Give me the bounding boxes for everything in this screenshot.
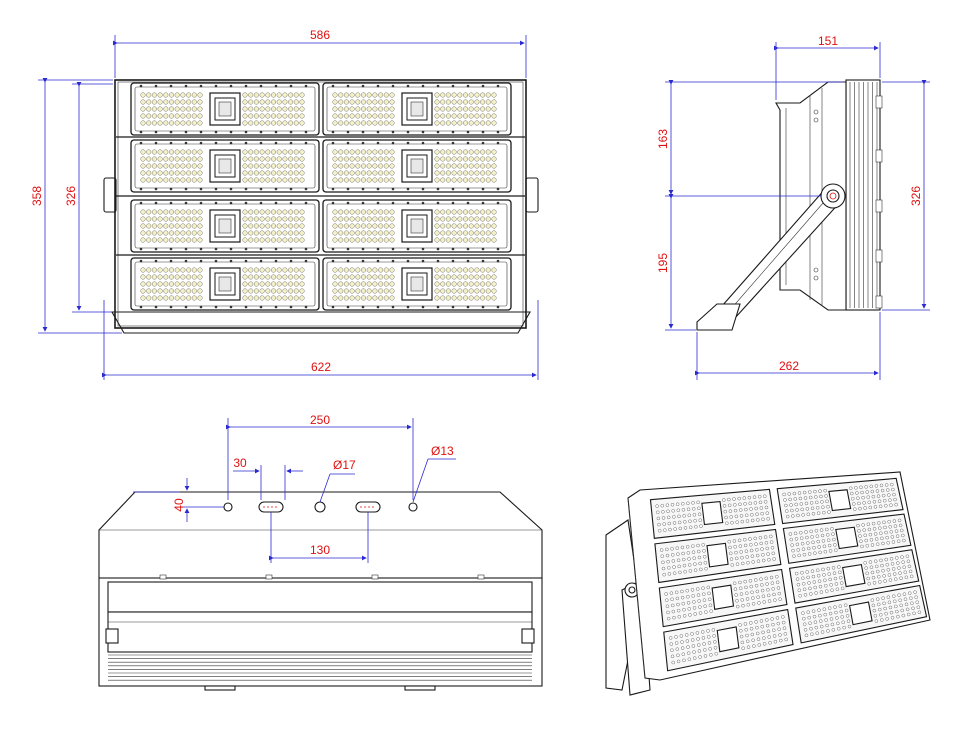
side-bracket-foot (696, 303, 741, 331)
front-led-modules (116, 82, 525, 311)
front-led-module (322, 257, 512, 311)
bottom-right-knob (521, 628, 535, 644)
bottom-view (98, 491, 543, 691)
front-led-module (130, 257, 320, 311)
dim-bottom-slot-spacing: 130 (310, 543, 330, 557)
bottom-dimensions: 250 30 Ø17 Ø13 40 130 (133, 413, 456, 563)
bottom-hole-right (408, 502, 418, 512)
iso-led-module (658, 568, 788, 628)
dim-bottom-slot-width: 30 (233, 456, 247, 470)
front-led-module (322, 82, 512, 136)
front-led-module (130, 139, 320, 193)
iso-led-module (795, 584, 928, 644)
iso-led-module (649, 488, 776, 539)
dim-front-bottom-width: 622 (311, 360, 331, 374)
bottom-mount-plate (98, 491, 543, 579)
iso-led-module (663, 608, 794, 672)
front-view (103, 79, 539, 334)
iso-led-module (654, 528, 782, 584)
dim-bottom-hole-spacing: 250 (310, 413, 330, 427)
dim-bottom-offset: 40 (172, 498, 186, 512)
side-heatsink (845, 79, 881, 311)
side-dimensions: 151 163 195 326 262 (656, 34, 930, 380)
front-led-module (322, 199, 512, 253)
iso-led-module (782, 513, 912, 564)
dim-side-lower-height: 195 (656, 253, 670, 273)
iso-led-module (776, 477, 904, 525)
dim-front-top-width: 586 (310, 28, 330, 42)
side-pivot (820, 183, 846, 209)
front-housing (114, 79, 527, 329)
dim-side-top-width: 151 (818, 34, 838, 48)
front-base (111, 311, 531, 334)
front-led-module (130, 82, 320, 136)
dim-front-outer-height: 358 (30, 186, 44, 206)
bottom-left-knob (105, 628, 119, 644)
front-right-bracket (525, 177, 539, 213)
front-dimensions: 586 622 358 326 (30, 28, 539, 380)
front-left-bracket (103, 177, 117, 213)
front-led-module (130, 199, 320, 253)
dim-front-inner-height: 326 (64, 186, 78, 206)
iso-led-module (788, 549, 920, 604)
dim-side-upper-height: 163 (656, 129, 670, 149)
dim-bottom-hole-13: Ø13 (431, 444, 454, 458)
iso-view (605, 471, 931, 696)
side-view (696, 79, 883, 331)
dim-side-total-height: 326 (909, 186, 923, 206)
dim-bottom-hole-17: Ø17 (333, 458, 356, 472)
front-led-module (322, 139, 512, 193)
dim-side-bottom-width: 262 (779, 359, 799, 373)
